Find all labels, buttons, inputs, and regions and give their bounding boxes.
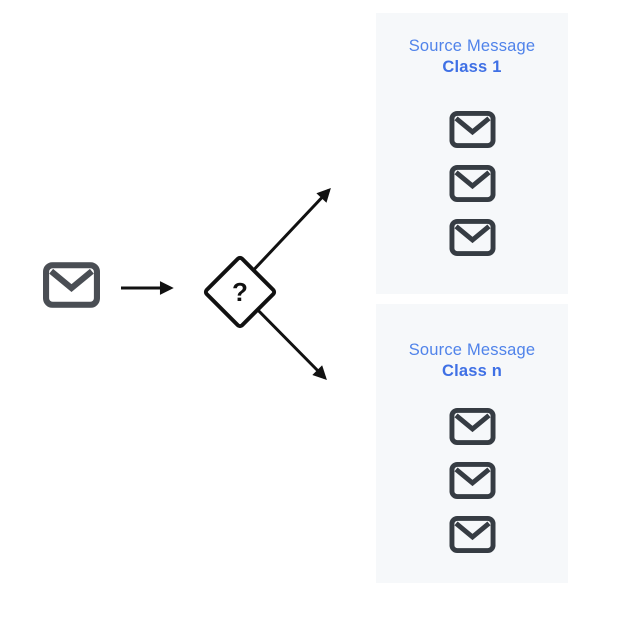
decision-label: ? [232, 276, 248, 307]
panel-class-label: Class n [441, 362, 503, 380]
source-message-class-1-panel: Source Message Class 1 [376, 13, 568, 294]
mail-icon [449, 111, 496, 148]
mail-icon [449, 219, 496, 256]
mail-icon [449, 462, 496, 499]
up-right-arrow-icon [245, 187, 331, 279]
mail-icon [449, 516, 496, 553]
source-message-class-n-panel: Source Message Class n [376, 304, 568, 583]
panel-title: Source Message [408, 341, 536, 359]
mail-icon [449, 165, 496, 202]
panel-class-label: Class 1 [442, 58, 502, 76]
question-diamond-icon: ? [201, 253, 279, 331]
panel-title: Source Message [408, 37, 536, 55]
message-stack [449, 111, 496, 256]
message-stack [449, 408, 496, 553]
mail-icon [43, 262, 100, 308]
mail-icon [449, 408, 496, 445]
